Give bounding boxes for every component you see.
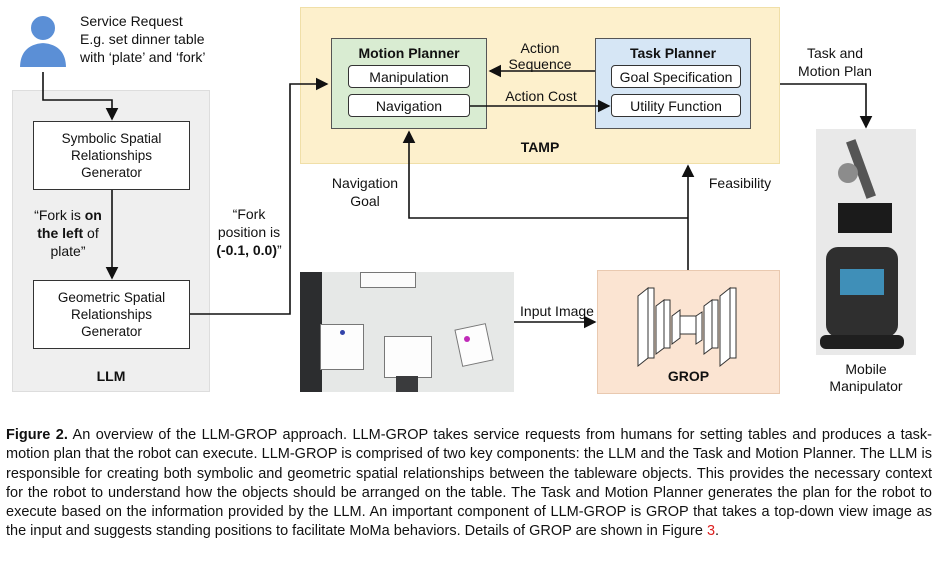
- action-cost-label: Action Cost: [505, 88, 577, 104]
- service-request-text: Service Request E.g. set dinner table wi…: [80, 12, 206, 66]
- tamp-label: TAMP: [520, 139, 560, 155]
- robot-base: [820, 335, 904, 349]
- manipulation-item: Manipulation: [348, 65, 470, 88]
- robot-arm-joint: [838, 163, 858, 183]
- mobile-manipulator-photo: [816, 129, 916, 355]
- user-icon: [17, 14, 69, 69]
- mobile-manipulator-label: Mobile Manipulator: [829, 361, 903, 394]
- goal-specification-item: Goal Specification: [611, 65, 741, 88]
- action-sequence-label: Action Sequence: [508, 40, 572, 72]
- image-table-top: [360, 272, 416, 288]
- symbolic-box-label: Symbolic Spatial Relationships Generator: [61, 131, 162, 180]
- utility-function-item: Utility Function: [611, 94, 741, 117]
- symbolic-relationships-box: Symbolic Spatial Relationships Generator: [33, 121, 190, 190]
- geometric-box-label: Geometric Spatial Relationships Generato…: [57, 290, 166, 339]
- service-request-line3: with ‘plate’ and ‘fork’: [80, 49, 206, 65]
- arrow-request-to-symbolic: [42, 72, 119, 121]
- grop-label: GROP: [667, 368, 710, 384]
- caption-text: An overview of the LLM-GROP approach. LL…: [6, 427, 932, 540]
- figure-caption: Figure 2. An overview of the LLM-GROP ap…: [6, 427, 932, 540]
- motion-planner-title: Motion Planner: [358, 45, 460, 61]
- image-dark-strip: [300, 272, 322, 392]
- service-request-line1: Service Request: [80, 13, 183, 29]
- feasibility-label: Feasibility: [708, 175, 772, 191]
- service-request-line2: E.g. set dinner table: [80, 31, 205, 47]
- image-chair: [396, 376, 418, 392]
- arrow-geometric-to-tamp: [190, 77, 329, 315]
- navigation-item: Navigation: [348, 94, 470, 117]
- input-image-label: Input Image: [520, 303, 594, 319]
- llm-label: LLM: [96, 368, 126, 384]
- image-table-center: [384, 336, 432, 378]
- caption-figure-ref[interactable]: 3: [706, 523, 716, 540]
- arrow-navigation-goal: [402, 130, 688, 219]
- arrow-plan-to-robot: [780, 83, 873, 129]
- robot-panel: [840, 269, 884, 295]
- top-down-input-image: [300, 272, 514, 392]
- geometric-relationships-box: Geometric Spatial Relationships Generato…: [33, 280, 190, 349]
- fork-position-label: “Fork position is (-0.1, 0.0)”: [216, 206, 282, 258]
- connection-arrows: [42, 64, 873, 329]
- navigation-goal-label: Navigation Goal: [331, 175, 399, 209]
- encoder-decoder-icon: [637, 286, 737, 368]
- robot-monitor: [838, 203, 892, 233]
- symbolic-output: “Fork is on the left of plate”: [34, 207, 102, 259]
- image-table-left: [320, 324, 364, 370]
- image-plate-marker: [464, 336, 470, 342]
- caption-figure-label: Figure 2.: [6, 427, 68, 443]
- task-motion-plan-label: Task and Motion Plan: [798, 45, 872, 79]
- image-object-marker: [340, 330, 345, 335]
- task-planner-title: Task Planner: [629, 45, 717, 61]
